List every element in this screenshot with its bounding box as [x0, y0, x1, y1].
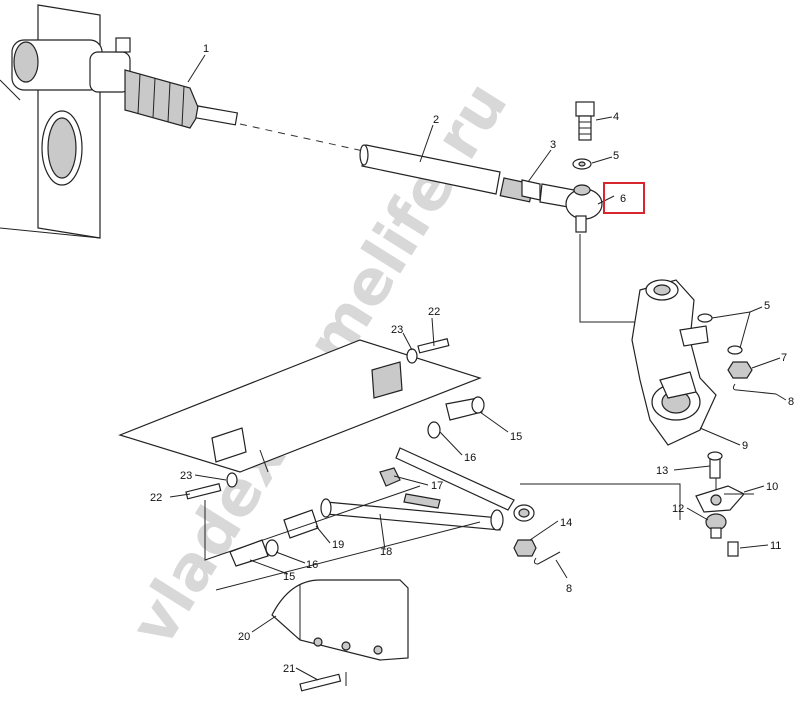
callout-6: 6 — [620, 193, 626, 205]
bushing-19 — [283, 509, 319, 539]
bolt-22-top — [417, 338, 450, 354]
rack-boot — [124, 69, 201, 129]
callout-2: 2 — [433, 114, 439, 126]
bolt-21 — [299, 673, 342, 692]
callout-4: 4 — [613, 111, 619, 123]
callout-3: 3 — [550, 139, 556, 151]
callout-16-lower: 16 — [306, 559, 318, 571]
cotter-pin-8 — [732, 383, 777, 395]
skid-plate — [271, 579, 409, 661]
callout-labels: 1 2 3 4 5 6 5 7 8 9 10 11 12 13 14 8 15 … — [150, 43, 794, 675]
callout-23-left: 23 — [180, 470, 192, 482]
steering-rack — [0, 4, 239, 239]
callout-8: 8 — [788, 396, 794, 408]
jam-nut-hex — [521, 179, 541, 201]
bolt-11 — [727, 541, 739, 557]
nut-14 — [513, 539, 537, 557]
callout-22-top: 22 — [428, 306, 440, 318]
tie-rod — [359, 144, 501, 195]
callout-10: 10 — [766, 481, 778, 493]
callout-14: 14 — [560, 517, 572, 529]
bolt-22-left — [185, 483, 222, 500]
callout-9: 9 — [742, 440, 748, 452]
washer-5c — [727, 345, 743, 355]
callout-23-top: 23 — [391, 324, 403, 336]
callout-12: 12 — [672, 503, 684, 515]
callout-6-highlight — [603, 182, 645, 214]
callout-7: 7 — [781, 352, 787, 364]
bolt-4 — [575, 101, 595, 141]
callout-1: 1 — [203, 43, 209, 55]
callout-11: 11 — [770, 540, 781, 552]
steering-knuckle — [631, 279, 717, 446]
callout-5-knuckle: 5 — [764, 300, 770, 312]
castle-nut-7 — [727, 361, 753, 379]
callout-15-upper: 15 — [510, 431, 522, 443]
frame-bracket — [118, 339, 482, 473]
cotter-pin-8-lower — [533, 551, 561, 565]
callout-5: 5 — [613, 150, 619, 162]
leader-lines — [169, 54, 787, 681]
washer-16-lower — [265, 539, 279, 557]
callout-8-lower: 8 — [566, 583, 572, 595]
tie-rod-end — [539, 183, 603, 233]
ball-joint-plate — [695, 485, 745, 513]
callout-18: 18 — [380, 546, 392, 558]
callout-19: 19 — [332, 539, 344, 551]
washer-23-left — [226, 472, 238, 488]
washer-16-upper — [427, 421, 441, 439]
callout-13: 13 — [656, 465, 668, 477]
callout-17: 17 — [431, 480, 443, 492]
washer-23-top — [406, 348, 418, 364]
callout-21: 21 — [283, 663, 295, 675]
callout-16-upper: 16 — [464, 452, 476, 464]
callout-15-lower: 15 — [283, 571, 295, 583]
a-arm — [320, 447, 535, 531]
washer-5b — [697, 313, 713, 323]
callout-20: 20 — [238, 631, 250, 643]
spacer-17 — [379, 467, 401, 487]
callout-22-left: 22 — [150, 492, 162, 504]
